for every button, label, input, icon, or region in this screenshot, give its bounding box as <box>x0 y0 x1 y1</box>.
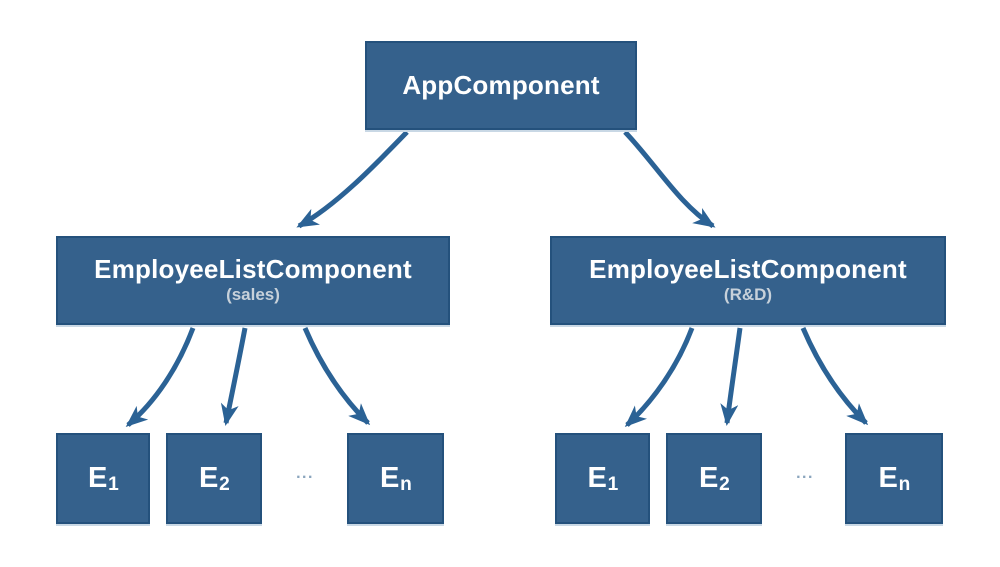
arrow-sales-to-en <box>302 327 371 426</box>
node-label: En <box>878 462 911 496</box>
arrow-rd-to-en <box>800 327 869 426</box>
subscript: 1 <box>108 474 119 496</box>
arrow-sales-to-e1 <box>125 327 196 427</box>
arrow-rd-to-e2 <box>720 327 743 426</box>
node-label: En <box>379 462 412 496</box>
arrow-app-to-rd <box>623 130 716 229</box>
node-sales-e2: E2 <box>166 433 262 524</box>
subscript: n <box>400 474 412 496</box>
ellipsis-sales: ... <box>296 465 314 482</box>
node-label: E1 <box>587 462 619 496</box>
node-employee-list-sales: EmployeeListComponent (sales) <box>56 236 450 325</box>
node-label: E1 <box>88 462 119 496</box>
ellipsis-rd: ... <box>796 465 814 482</box>
node-label: AppComponent <box>402 69 600 100</box>
subscript: 2 <box>719 474 730 496</box>
arrow-sales-to-e2 <box>220 327 248 426</box>
node-label: E2 <box>699 462 730 496</box>
node-rd-e2: E2 <box>666 433 762 524</box>
arrow-app-to-sales <box>296 130 409 229</box>
subscript: n <box>898 474 911 496</box>
node-employee-list-rd: EmployeeListComponent (R&D) <box>550 236 946 325</box>
node-app-component: AppComponent <box>365 41 637 130</box>
node-rd-en: En <box>845 433 943 524</box>
node-sales-e1: E1 <box>56 433 150 524</box>
node-label: EmployeeListComponent <box>589 254 907 285</box>
arrow-rd-to-e1 <box>624 327 695 428</box>
subscript: 1 <box>607 474 619 496</box>
node-label: E2 <box>199 462 230 496</box>
node-sublabel: (sales) <box>226 285 280 305</box>
node-sales-en: En <box>347 433 444 524</box>
node-rd-e1: E1 <box>555 433 650 524</box>
subscript: 2 <box>219 474 230 496</box>
node-sublabel: (R&D) <box>723 285 773 305</box>
node-label: EmployeeListComponent <box>94 254 412 285</box>
